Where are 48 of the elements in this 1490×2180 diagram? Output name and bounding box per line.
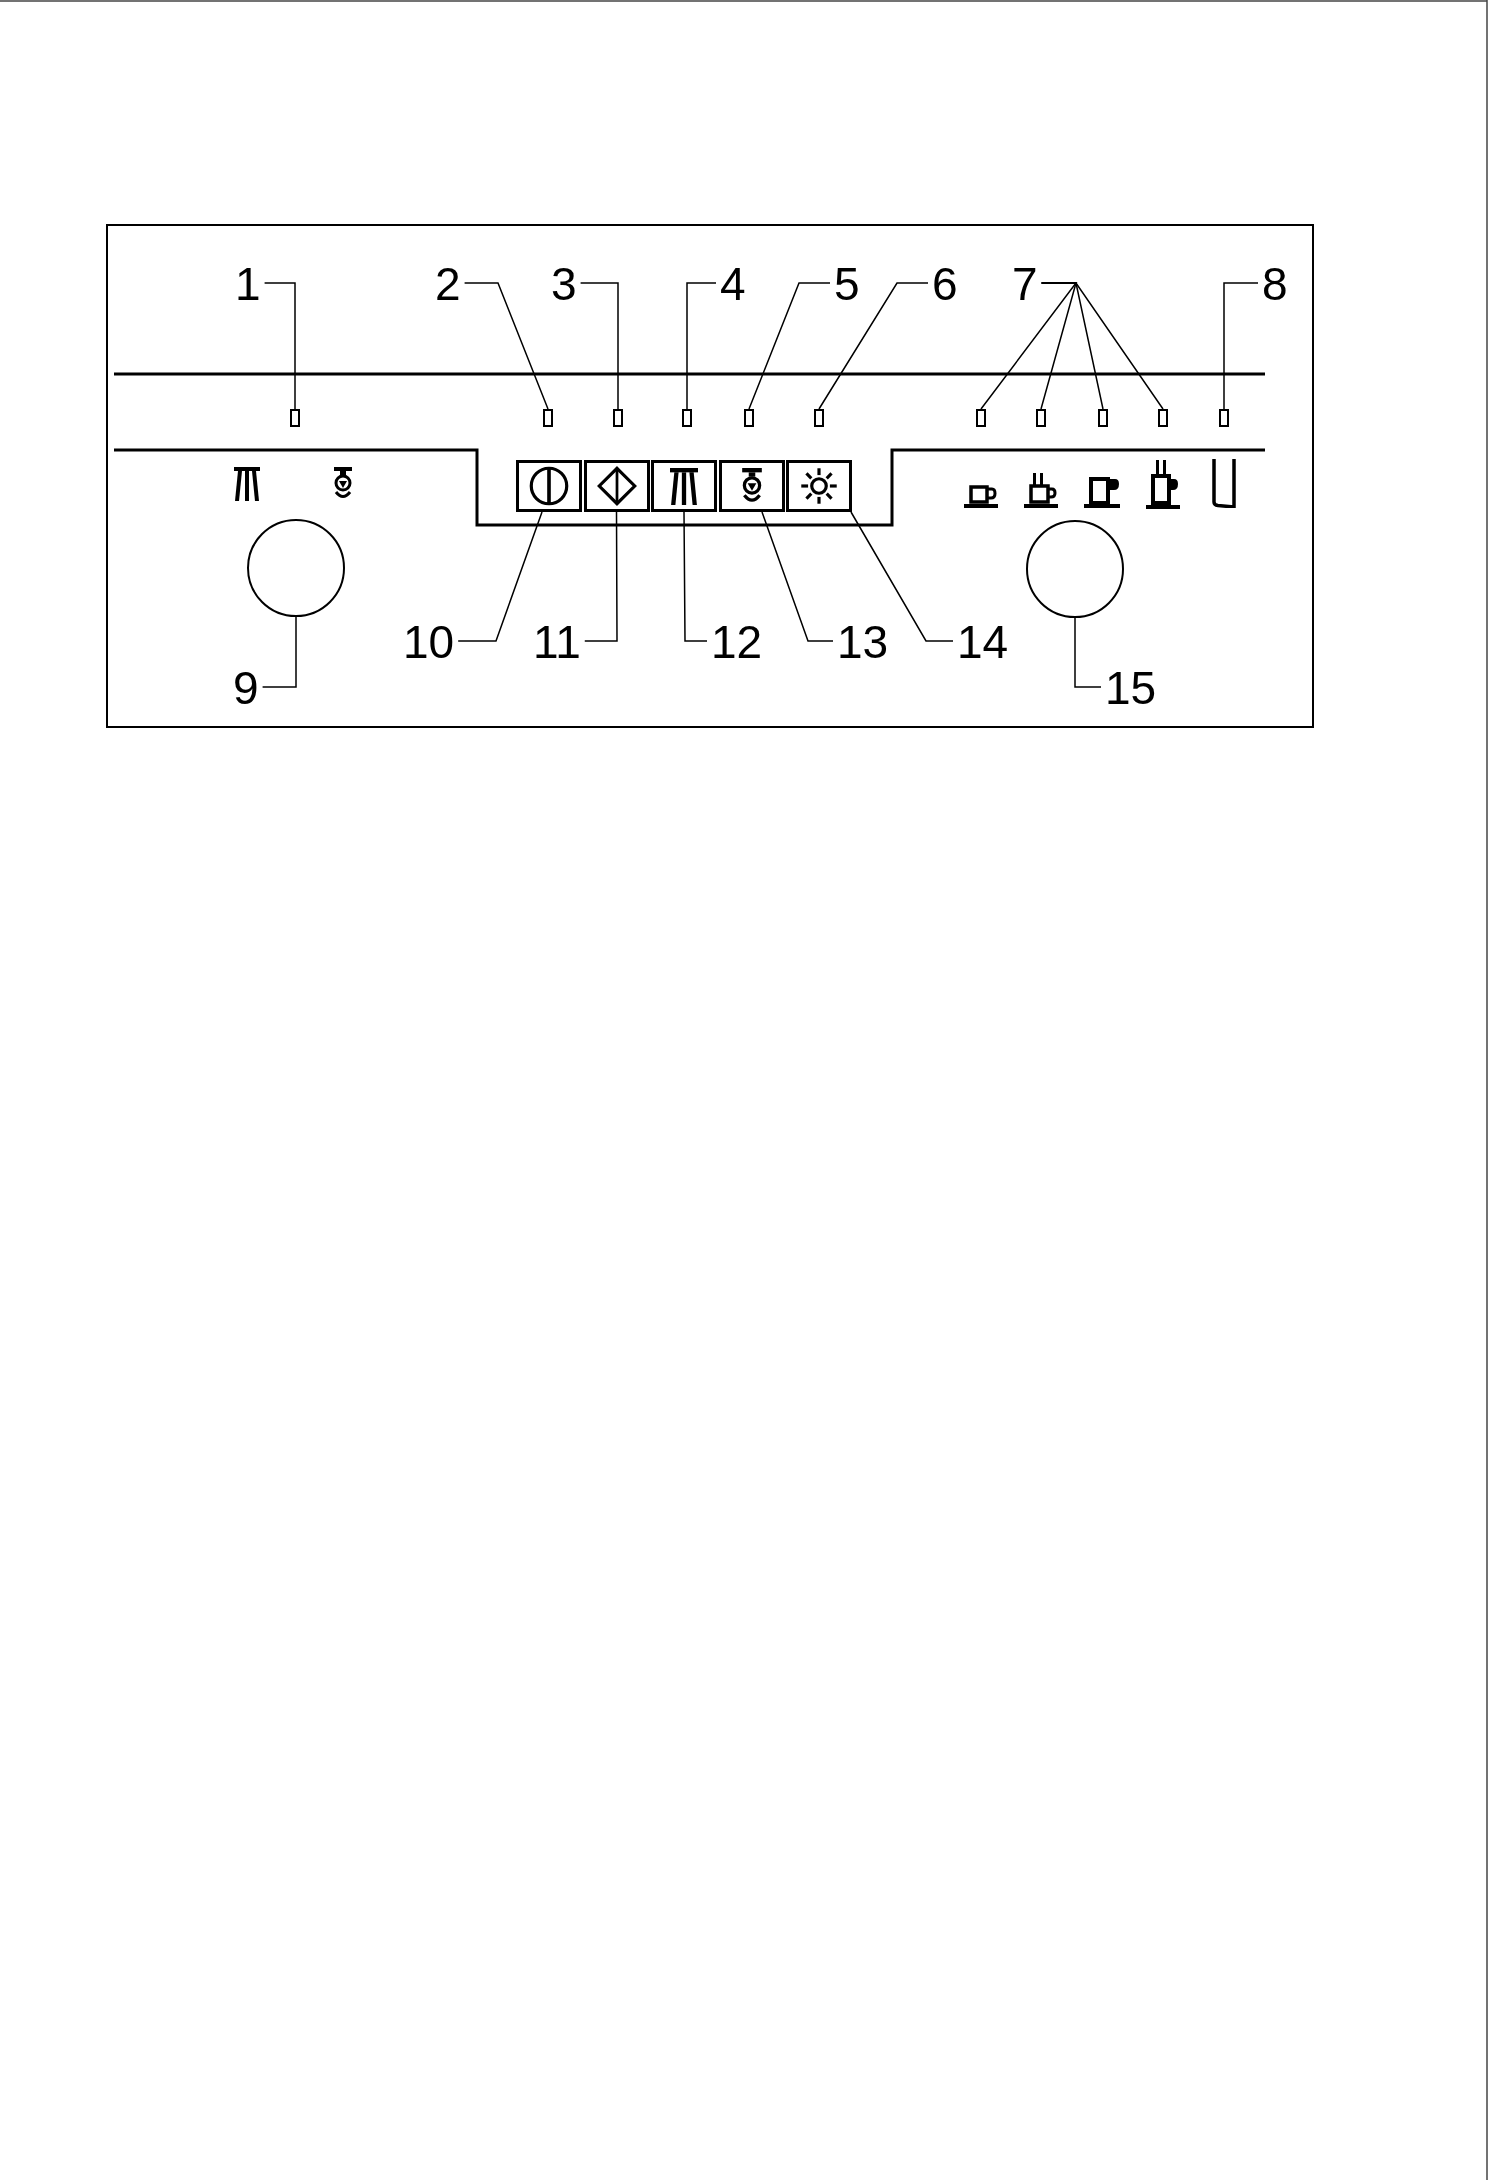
callout-number: 14 — [957, 623, 1009, 661]
leader-line — [748, 282, 831, 410]
indicator-light — [1098, 409, 1108, 427]
leader-line — [579, 282, 619, 410]
leader-line — [818, 282, 929, 410]
indicator-light — [682, 409, 692, 427]
leader-line — [1040, 282, 1077, 410]
callout-number: 12 — [711, 623, 763, 661]
indicator-light — [1219, 409, 1229, 427]
callout-number: 3 — [551, 265, 577, 303]
indicator-light — [814, 409, 824, 427]
indicator-light — [976, 409, 986, 427]
panel-button — [516, 460, 582, 512]
callout-number: 1 — [235, 265, 261, 303]
callout-number: 10 — [403, 623, 455, 661]
leader-line — [761, 511, 834, 642]
callout-number: 4 — [720, 265, 746, 303]
callout-number: 15 — [1105, 669, 1157, 707]
leader-line — [1040, 282, 1164, 410]
callout-number: 5 — [834, 265, 860, 303]
indicator-light — [1036, 409, 1046, 427]
indicator-light — [543, 409, 553, 427]
leader-line — [1223, 282, 1259, 410]
leader-line — [980, 282, 1078, 410]
callout-number: 9 — [233, 669, 259, 707]
callout-number: 2 — [435, 265, 461, 303]
panel-button — [786, 460, 852, 512]
callout-number: 6 — [932, 265, 958, 303]
leader-line — [584, 511, 618, 642]
leader-line — [261, 616, 297, 688]
panel-button — [583, 460, 650, 512]
indicator-light — [1158, 409, 1168, 427]
panel-button — [651, 460, 717, 512]
leader-line — [686, 282, 717, 410]
callout-number: 8 — [1262, 265, 1288, 303]
indicator-light — [613, 409, 623, 427]
indicator-light — [290, 409, 300, 427]
leader-line — [850, 511, 954, 642]
leader-line — [1074, 617, 1102, 688]
indicator-light — [744, 409, 754, 427]
callout-number: 7 — [1012, 265, 1038, 303]
panel-button — [718, 460, 785, 512]
leader-line — [463, 282, 549, 410]
leader-line — [457, 511, 543, 642]
callout-number: 11 — [533, 623, 581, 661]
leader-line — [263, 282, 296, 410]
callout-number: 13 — [837, 623, 889, 661]
leader-line — [683, 511, 708, 642]
